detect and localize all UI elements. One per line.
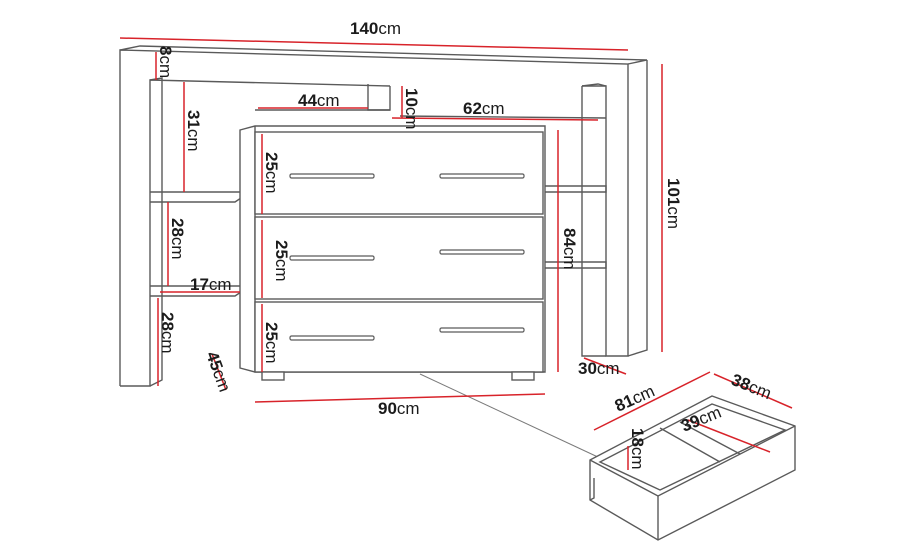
label-dresser-height: 84cm — [560, 228, 579, 270]
label-dresser-depth: 45cm — [202, 349, 234, 395]
drawer-front-1 — [254, 131, 544, 215]
label-drawer-front-3: 25cm — [262, 322, 281, 364]
label-lower-leg: 28cm — [158, 312, 177, 354]
label-total-height: 101cm — [664, 178, 683, 229]
label-right-niche: 62cm — [463, 99, 505, 118]
detail-leader-line — [419, 373, 601, 459]
label-top-gap: 10cm — [402, 88, 421, 130]
dim-line-drawer-width — [593, 371, 711, 431]
shelf-frame — [119, 45, 648, 387]
label-left-niche: 44cm — [298, 91, 340, 110]
label-dresser-width: 90cm — [378, 399, 420, 418]
label-middle-shelf: 28cm — [168, 218, 187, 260]
dim-line-right-niche — [391, 117, 599, 121]
label-drawer-inner-height: 18cm — [628, 428, 647, 470]
label-frame-depth: 30cm — [578, 359, 620, 378]
label-drawer-front-2: 25cm — [272, 240, 291, 282]
label-drawer-outer-depth: 38cm — [729, 370, 775, 403]
label-total-width: 140cm — [350, 19, 401, 38]
label-drawer-front-1: 25cm — [262, 152, 281, 194]
dimension-labels: 140cm 8cm 31cm 28cm 28cm 17cm 44cm 10cm … — [156, 19, 774, 470]
dim-line-dresser-depth — [211, 353, 227, 391]
dim-line-total-width — [119, 37, 629, 51]
label-small-shelf: 17cm — [190, 275, 232, 294]
label-top-board: 8cm — [156, 46, 175, 78]
dim-line-frame-depth — [583, 357, 627, 375]
label-drawer-width: 81cm — [612, 381, 658, 415]
drawer-handles — [289, 173, 525, 341]
dimension-lines — [119, 37, 793, 470]
dresser-foot-right — [511, 371, 535, 381]
dim-line-drawer-inner-depth — [687, 419, 771, 453]
dim-line-dresser-width — [254, 393, 546, 403]
dim-line-drawer-outer-depth — [713, 373, 793, 409]
drawer-detail — [589, 395, 796, 541]
dresser-foot-left — [261, 371, 285, 381]
dresser — [239, 125, 546, 381]
label-upper-shelf: 31cm — [184, 110, 203, 152]
